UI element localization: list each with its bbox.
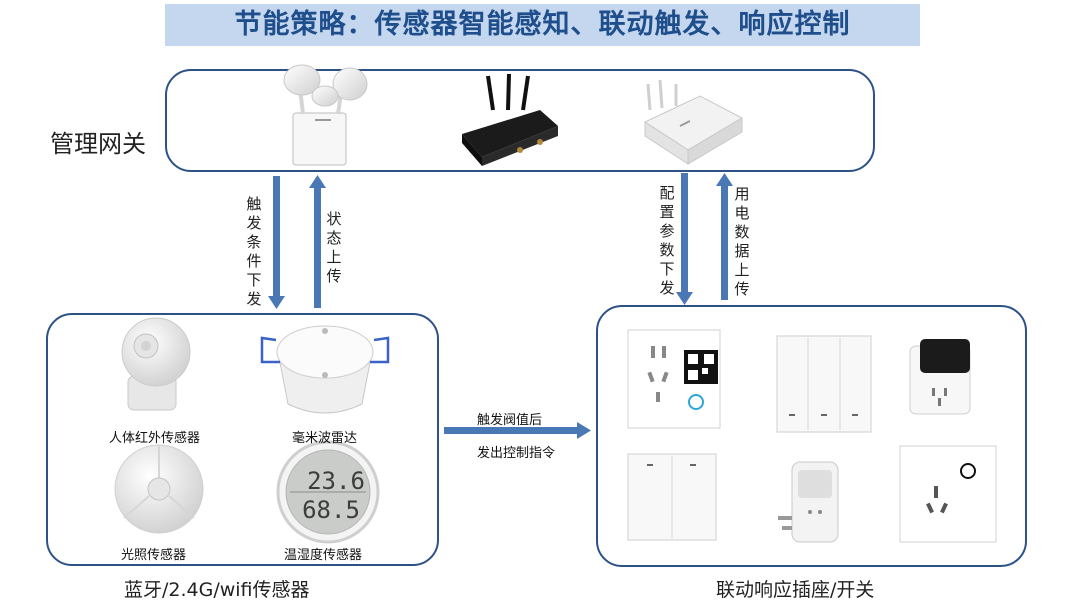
control-label-line2: 发出控制指令: [477, 446, 556, 461]
status-up-arrow: [309, 175, 326, 308]
thermo-hygrometer-icon: [276, 440, 380, 544]
light-sensor-icon: [114, 444, 204, 534]
switch-group-label: 联动响应插座/开关: [716, 579, 875, 601]
sensor-group-label: 蓝牙/2.4G/wifi传感器: [124, 579, 310, 601]
title-banner: [165, 4, 920, 46]
gateway-label: 管理网关: [50, 130, 146, 158]
config-down-label: 配置参数下发: [659, 184, 675, 297]
power-up-arrow: [716, 173, 733, 300]
gateway-device-wifi-router-icon: [643, 79, 744, 165]
power-up-label: 用电数据上传: [734, 185, 750, 298]
double-switch-icon: [627, 453, 717, 541]
light-sensor-label: 光照传感器: [121, 548, 187, 563]
wall-socket-button-icon: [899, 445, 997, 543]
status-up-label: 状态上传: [326, 210, 342, 285]
config-down-arrow: [676, 173, 693, 305]
control-command-arrow: [444, 422, 591, 439]
humidity-reading: 68.5: [302, 496, 360, 524]
sensor-panel: [46, 313, 439, 566]
mmwave-radar-label: 毫米波雷达: [292, 431, 358, 446]
trigger-down-label: 触发条件下发: [246, 195, 262, 308]
gateway-panel: [165, 69, 875, 172]
pir-sensor-icon: [121, 317, 191, 411]
socket-qr-panel-icon: [627, 329, 721, 429]
plug-in-socket-icon: [778, 461, 839, 543]
temperature-reading: 23.6: [307, 467, 365, 495]
gateway-device-industrial-router-icon: [462, 73, 558, 166]
smart-plug-icon: [909, 339, 971, 415]
control-label-line1: 触发阀值后: [477, 413, 543, 428]
trigger-down-arrow: [268, 176, 285, 309]
page-title: 节能策略：传感器智能感知、联动触发、响应控制: [234, 9, 851, 40]
thermo-hygro-label: 温湿度传感器: [284, 548, 363, 563]
mmwave-radar-icon: [260, 325, 390, 414]
pir-sensor-label: 人体红外传感器: [109, 431, 201, 446]
triple-switch-icon: [776, 335, 872, 433]
gateway-device-dome-antenna-icon: [283, 64, 368, 166]
